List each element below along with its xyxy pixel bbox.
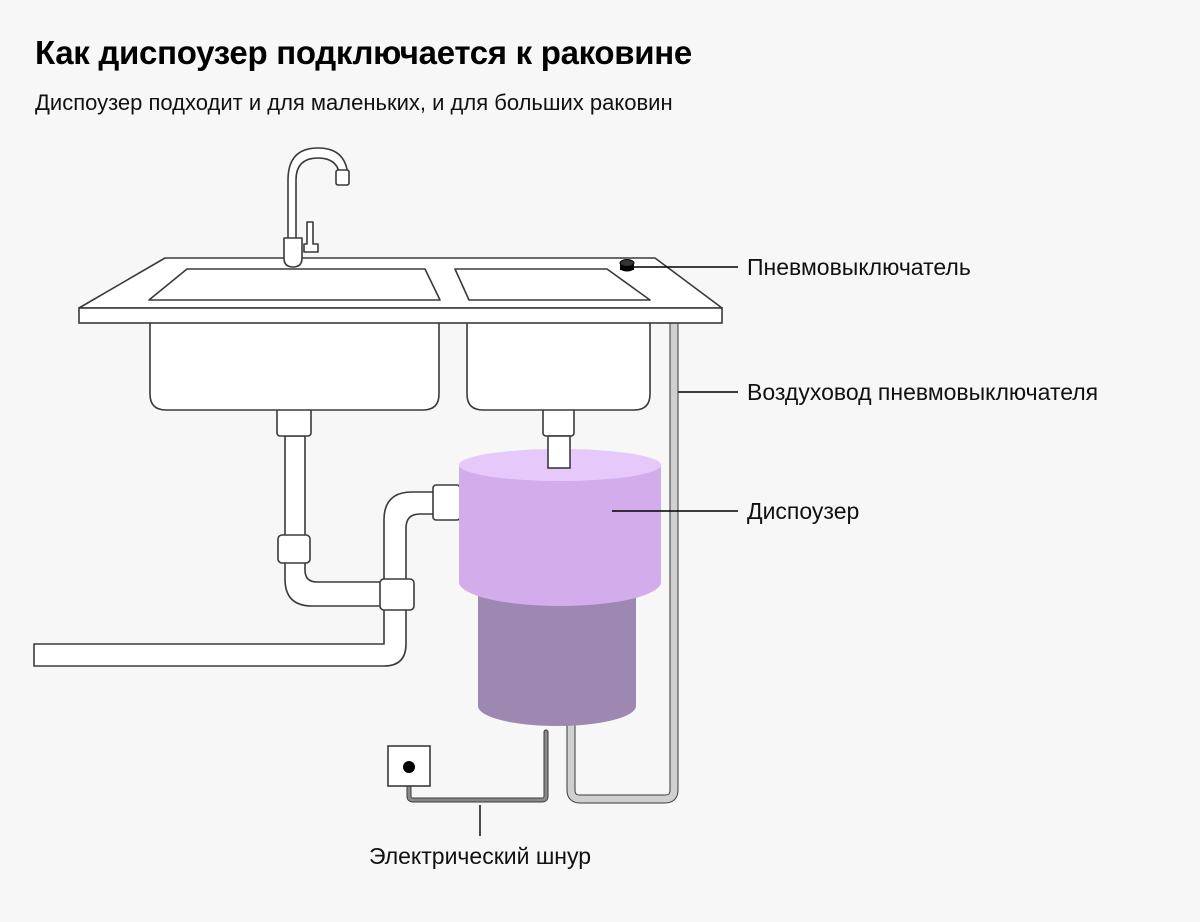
disposer (459, 435, 661, 726)
wall-socket (387, 745, 431, 787)
disposer-label: Диспоузер (747, 498, 859, 524)
left-sink-bowl (149, 321, 440, 411)
air-switch-label: Пневмовыключатель (747, 254, 971, 280)
faucet-aerator (335, 169, 350, 186)
power-cord-label: Электрический шнур (369, 843, 591, 869)
page-subtitle: Диспоузер подходит и для маленьких, и дл… (35, 90, 673, 115)
power-cord-line (407, 730, 548, 802)
trap-coupling (277, 534, 311, 564)
junction-coupling (379, 578, 415, 611)
socket-plug (403, 761, 415, 773)
left-sink-opening (148, 268, 441, 301)
right-drain-coupling (542, 407, 575, 437)
callouts (479, 266, 738, 836)
right-sink-bowl (466, 321, 651, 411)
page-title: Как диспоузер подключается к раковине (35, 34, 692, 71)
air-tube-line (567, 318, 678, 803)
disposer-chamber (459, 465, 661, 606)
sink-bowls (149, 321, 651, 411)
countertop-edge (78, 307, 723, 324)
power-cord (406, 729, 549, 803)
air-switch-button (619, 259, 635, 272)
left-drain-coupling (276, 407, 312, 437)
right-sink-opening (454, 268, 651, 301)
disposer-motor (478, 582, 636, 726)
air-tube-label: Воздуховод пневмовыключателя (747, 379, 1098, 405)
faucet-lever (303, 221, 319, 253)
sink-flange (547, 435, 571, 469)
left-sink-drain-pipe (284, 435, 383, 607)
faucet (283, 147, 350, 268)
faucet-base (283, 237, 303, 268)
outlet-coupling (432, 484, 461, 521)
air-tube (566, 317, 679, 804)
countertop (78, 257, 723, 324)
drain-pipes (33, 407, 575, 667)
faucet-spout (287, 147, 349, 241)
